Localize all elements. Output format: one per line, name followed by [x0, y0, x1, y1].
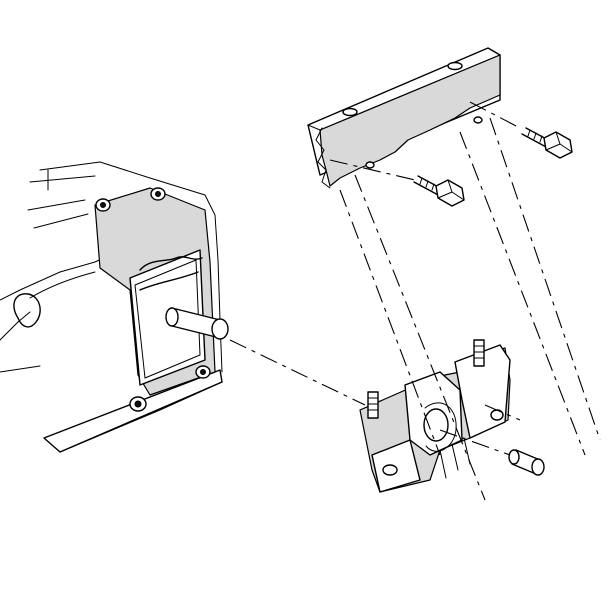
transmission-case	[0, 161, 223, 453]
frame-crossmember	[307, 47, 501, 189]
bracket-bolt-icon	[95, 187, 211, 412]
mount-sleeve	[508, 449, 545, 476]
mount-bolt-upper	[521, 127, 573, 159]
transmission-mount	[359, 344, 511, 493]
mount-stud-right	[473, 339, 485, 367]
alignment-lines	[229, 101, 601, 501]
mount-bolt-lower	[413, 175, 465, 207]
transmission-mount-bracket	[94, 187, 216, 412]
mount-stud	[165, 307, 229, 340]
mount-stud-left	[367, 391, 379, 419]
